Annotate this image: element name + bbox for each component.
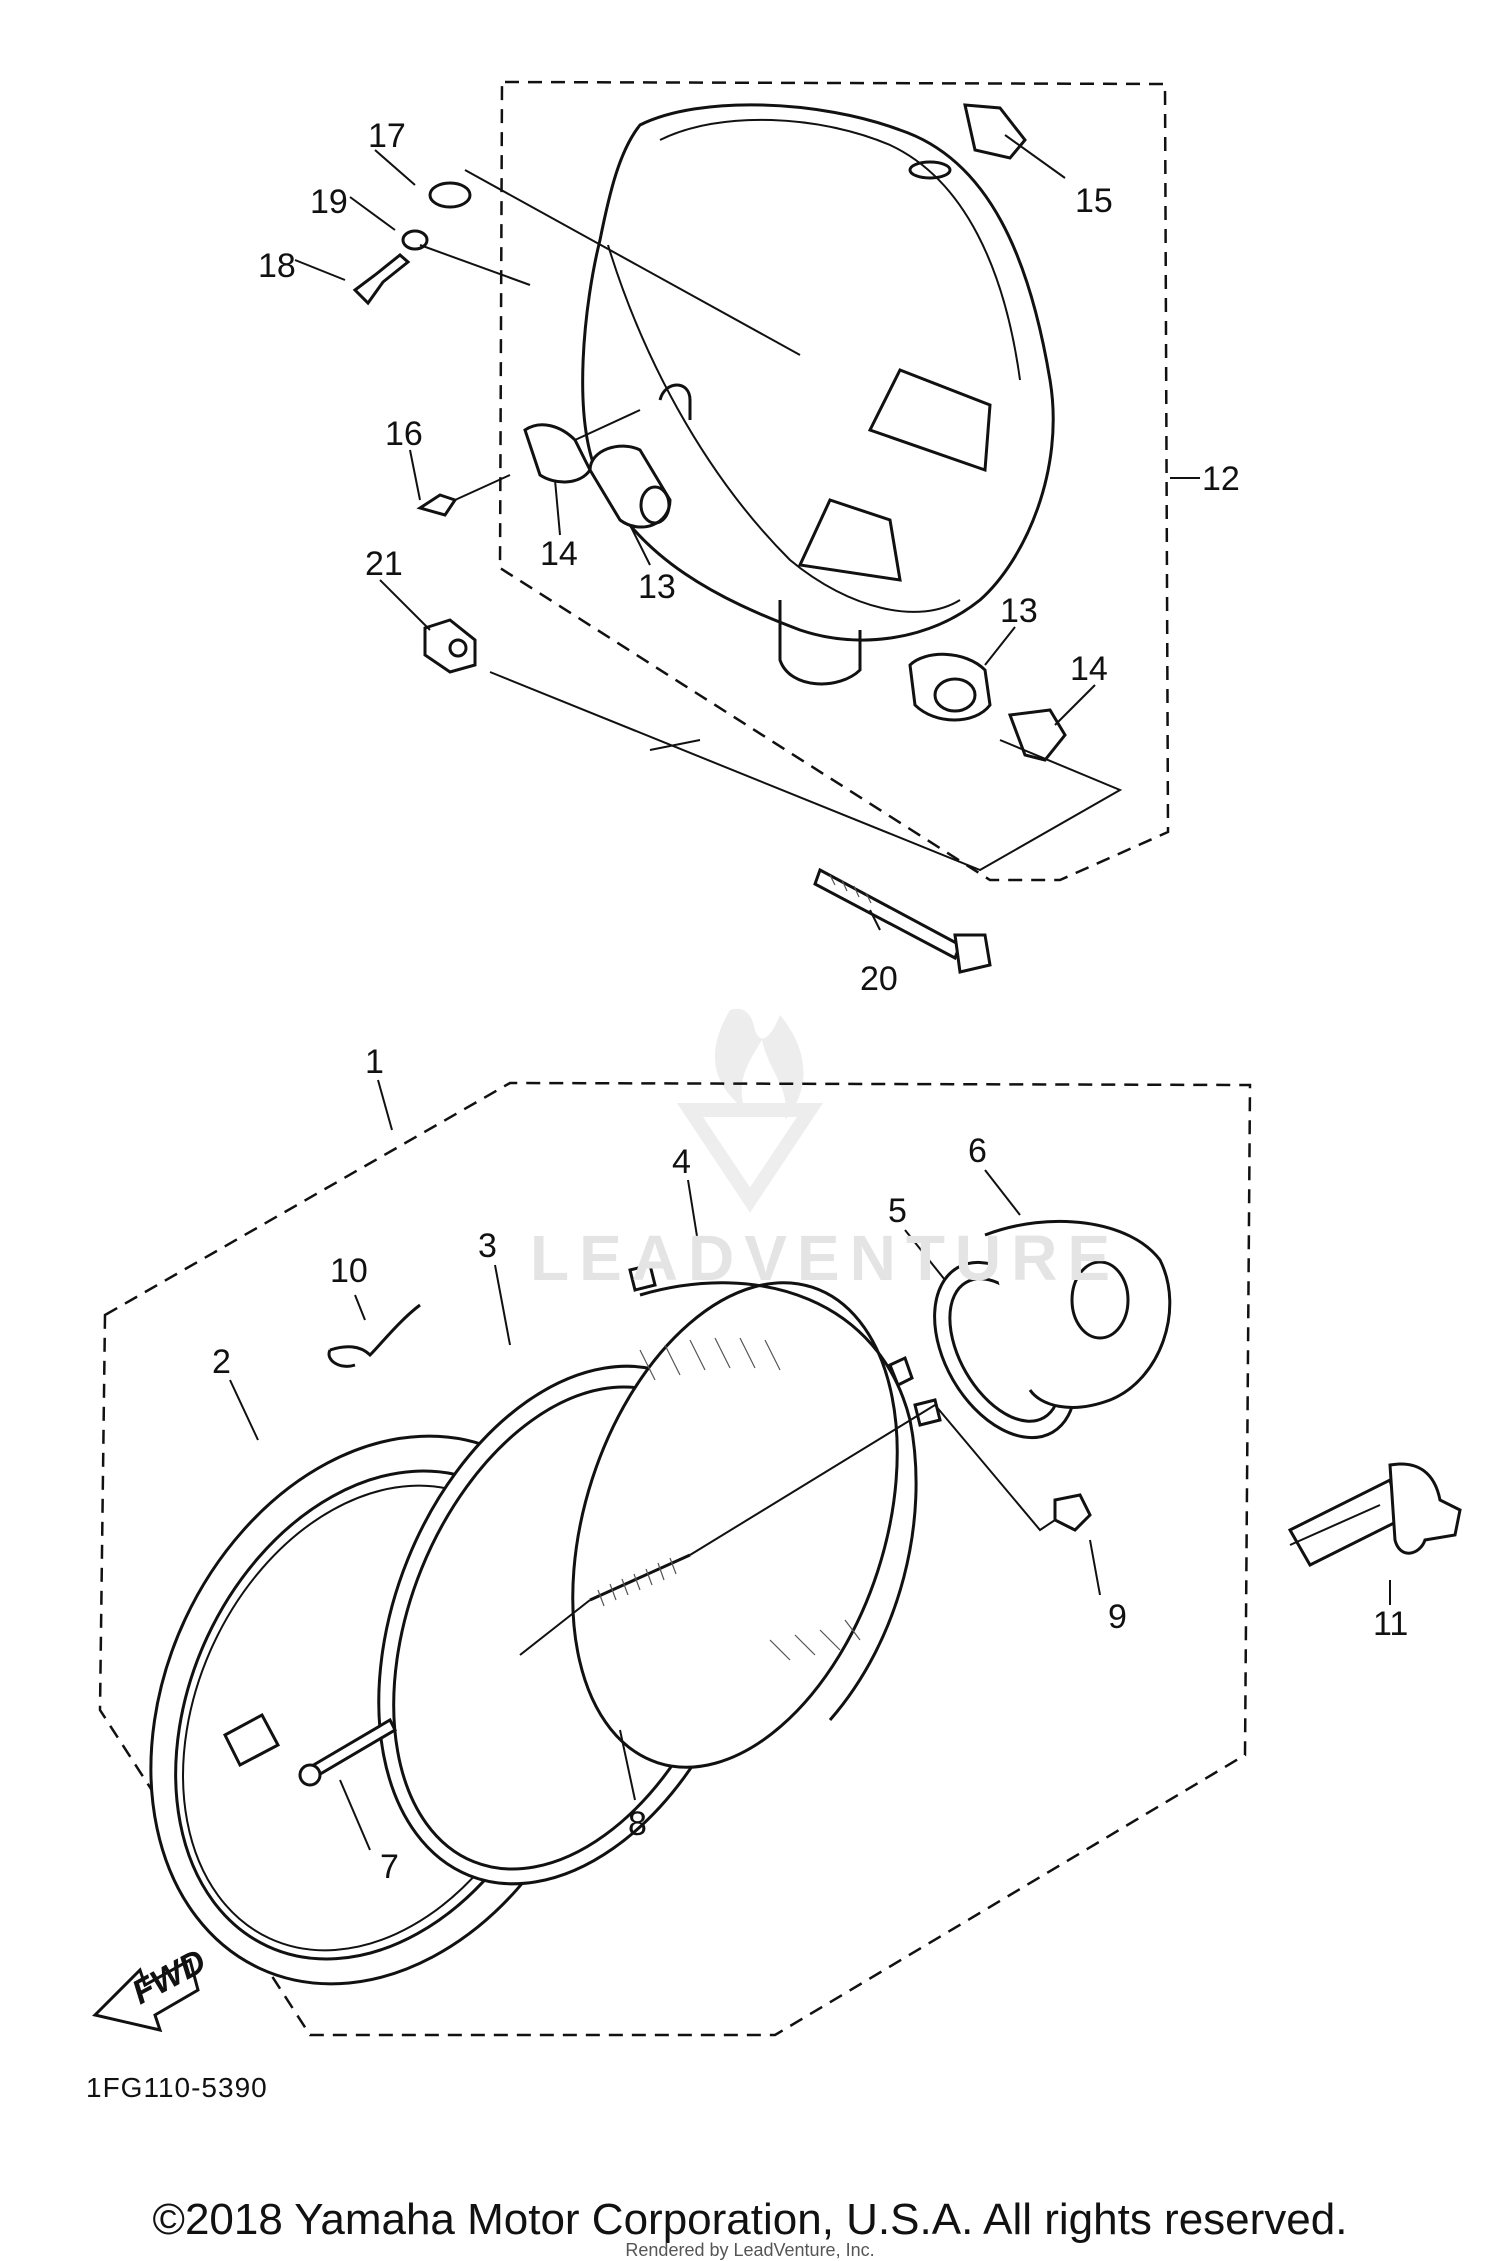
bolt-20 (813, 867, 962, 961)
callout-13-left: 13 (638, 568, 676, 606)
copyright-notice: ©2018 Yamaha Motor Corporation, U.S.A. A… (152, 2195, 1348, 2244)
callout-5: 5 (888, 1192, 907, 1230)
leadventure-watermark-icon (676, 1008, 824, 1213)
cover-6 (984, 1219, 1172, 1409)
housing-assembly-boundary (498, 80, 1170, 882)
callout-13-right: 13 (1000, 592, 1038, 630)
collar-14-right (1007, 708, 1067, 762)
callout-19: 19 (310, 183, 348, 221)
headlight-unit-boundary (98, 1081, 1252, 2037)
fwd-arrow-icon: FWD (92, 1942, 212, 2033)
lens-4 (571, 1263, 942, 1769)
callout-9: 9 (1108, 1598, 1127, 1636)
callout-8: 8 (628, 1805, 647, 1843)
callout-21: 21 (365, 545, 403, 583)
hardware-top-left (352, 169, 1123, 974)
callout-2: 2 (212, 1343, 231, 1381)
callout-18: 18 (258, 247, 296, 285)
collar-14-top (523, 423, 592, 484)
clip-10 (327, 1303, 421, 1368)
washer-17 (428, 181, 472, 209)
screw-16 (416, 493, 458, 517)
callout-10: 10 (330, 1252, 368, 1290)
spring-8 (519, 1404, 936, 1656)
callout-6: 6 (968, 1132, 987, 1170)
callout-11: 11 (1373, 1605, 1408, 1643)
bulb-11 (1287, 1462, 1462, 1567)
callout-leaders (229, 134, 1391, 1851)
bolt-18 (352, 253, 411, 306)
nut-9 (1053, 1493, 1092, 1532)
callout-20: 20 (860, 960, 898, 998)
watermark-text: LEADVENTURE (530, 1222, 1121, 1294)
callout-1: 1 (365, 1043, 384, 1081)
rendered-by-notice: Rendered by LeadVenture, Inc. (625, 2240, 875, 2260)
callout-16: 16 (385, 415, 423, 453)
callout-12: 12 (1202, 460, 1240, 498)
headlight-housing (581, 103, 1055, 642)
callout-7: 7 (380, 1848, 399, 1886)
headlight-unit-group: FWD (92, 1081, 1462, 2037)
callout-14-left: 14 (540, 535, 578, 573)
housing-group (498, 80, 1170, 882)
callout-17: 17 (368, 117, 406, 155)
callout-14-right: 14 (1070, 650, 1108, 688)
part-code: 1FG110-5390 (86, 2072, 268, 2103)
callout-labels: 1 2 3 4 5 6 7 8 9 10 11 12 13 13 14 14 1… (212, 117, 1408, 1886)
callout-15: 15 (1075, 182, 1113, 220)
callout-3: 3 (478, 1227, 497, 1265)
callout-4: 4 (672, 1143, 691, 1181)
